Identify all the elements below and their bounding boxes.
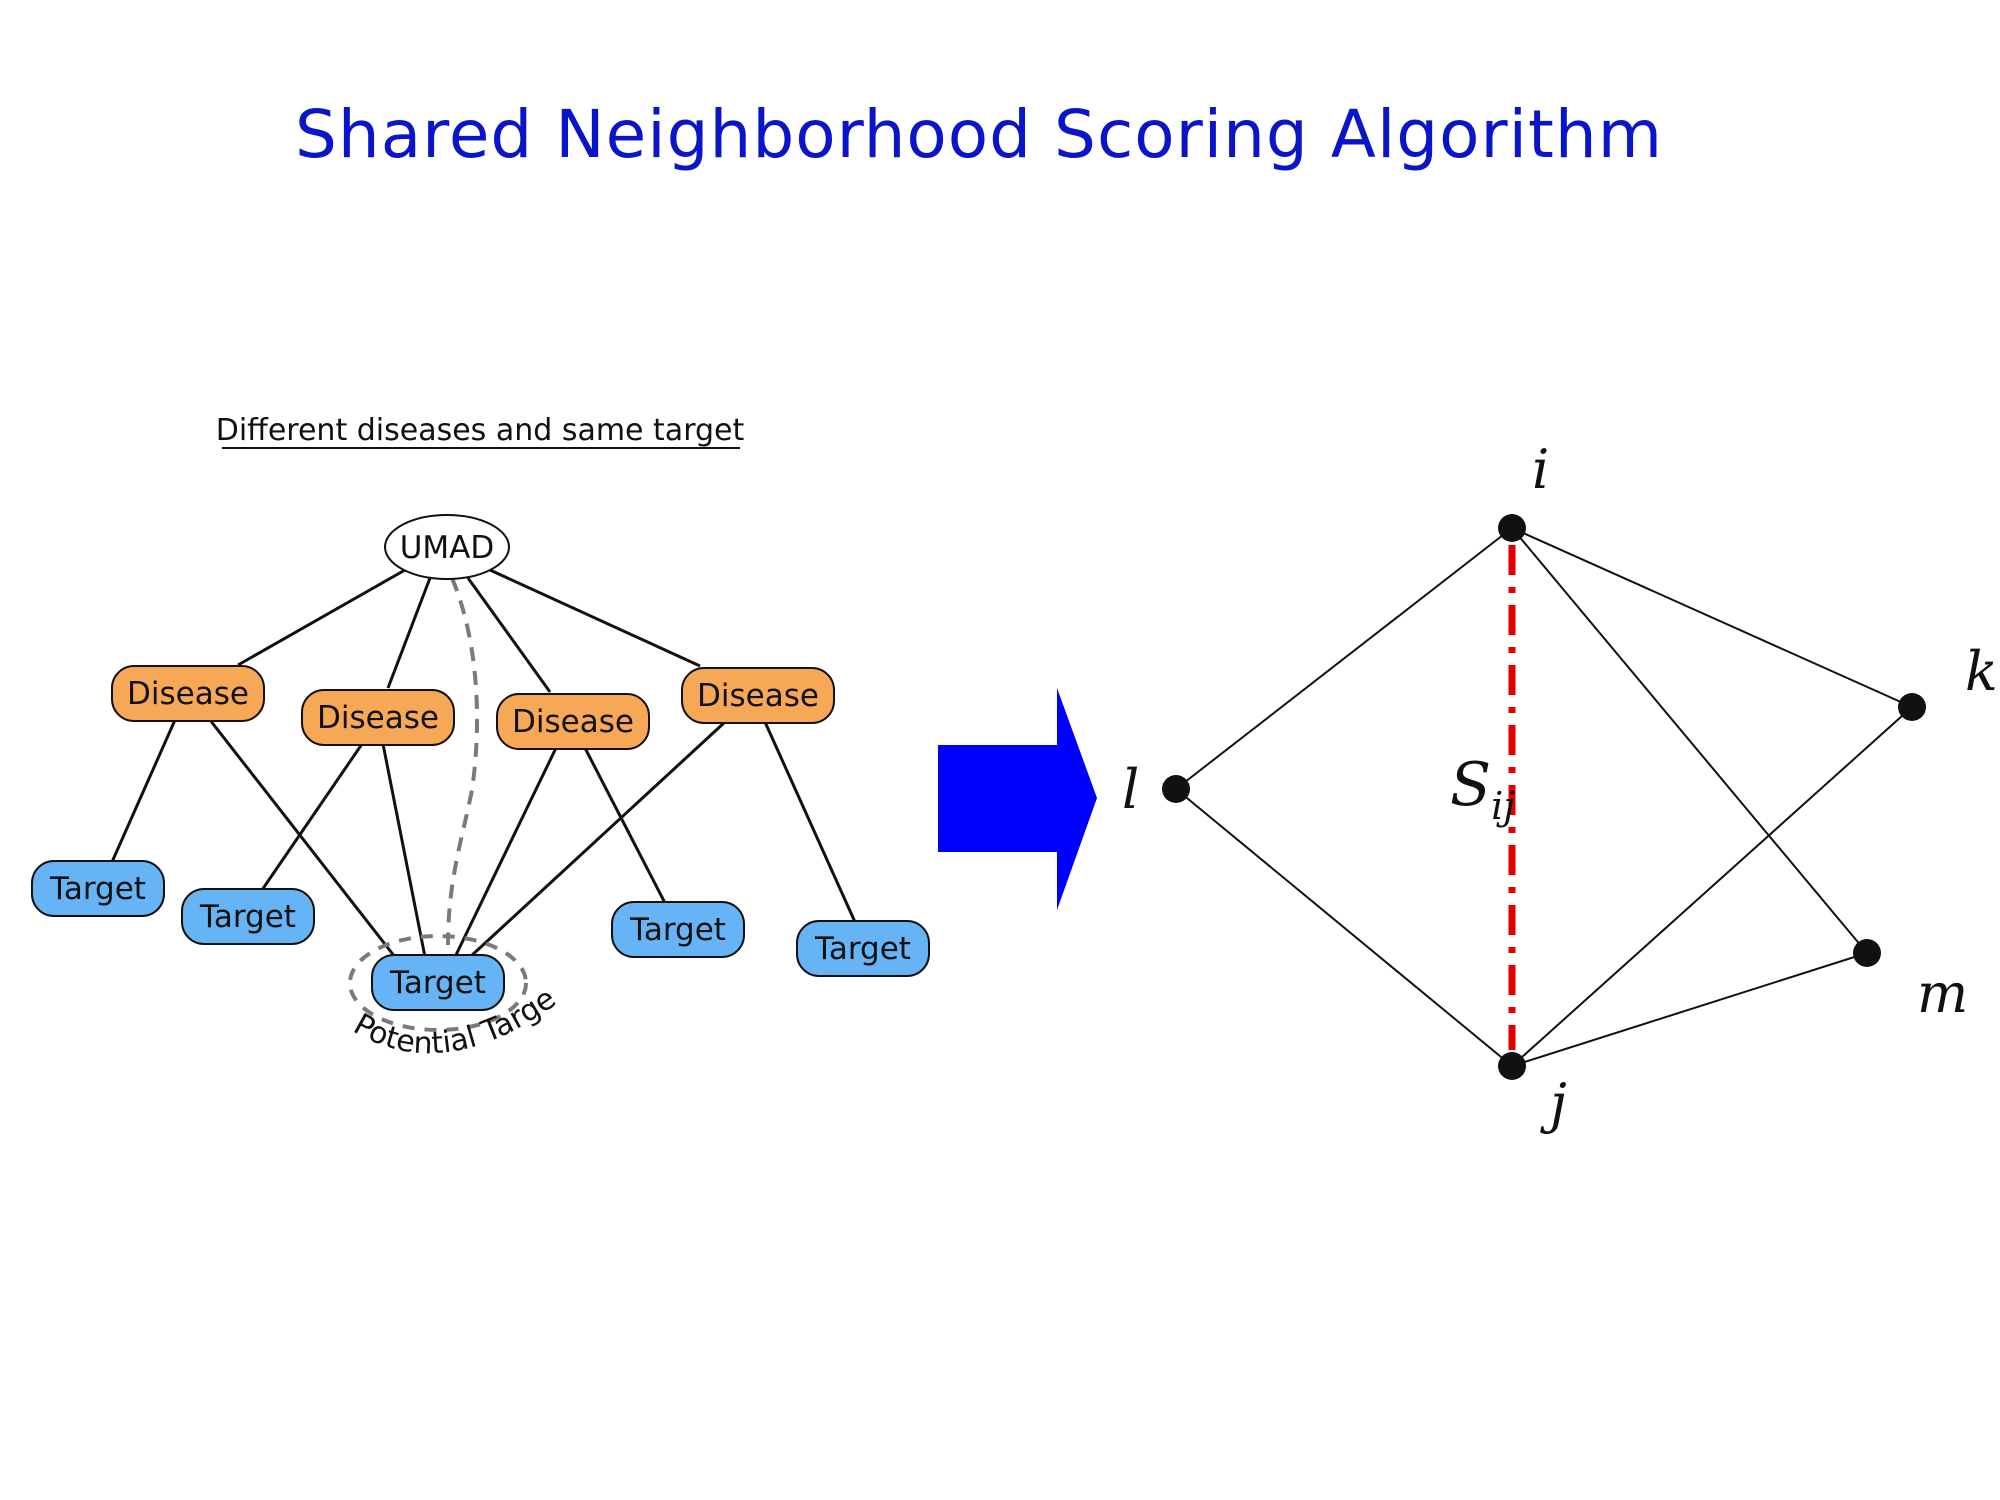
graph-node-j xyxy=(1498,1052,1526,1080)
graph-node-i xyxy=(1498,514,1526,542)
similarity-score-label: Sij xyxy=(1450,750,1515,828)
graph-node-l xyxy=(1162,775,1190,803)
umad-label: UMAD xyxy=(400,530,495,566)
target-label: Target xyxy=(199,899,296,935)
target-label: Target xyxy=(389,965,486,1001)
root-edges xyxy=(237,568,701,693)
potential-target-outline xyxy=(348,934,528,1032)
node-label-l: l xyxy=(1122,758,1139,821)
disease-label: Disease xyxy=(697,678,819,714)
disease-node: Disease xyxy=(301,689,455,746)
dashed-inference-edge xyxy=(446,577,480,946)
target-label: Target xyxy=(629,912,726,948)
target-edges xyxy=(110,719,857,959)
slide-title: Shared Neighborhood Scoring Algorithm xyxy=(294,96,1664,173)
graph-edges xyxy=(1175,527,1913,1067)
node-label-i: i xyxy=(1532,438,1549,501)
graph-node-k xyxy=(1898,693,1926,721)
target-node: Target xyxy=(181,888,315,945)
diagram-subtitle: Different diseases and same target xyxy=(216,413,745,448)
disease-target-diagram: Different diseases and same target UMAD xyxy=(0,0,930,1061)
transform-arrow-icon xyxy=(938,688,1097,910)
disease-node: Disease xyxy=(111,665,265,722)
target-node: Target xyxy=(796,920,930,977)
target-node: Target xyxy=(371,954,505,1011)
neighborhood-graph: i j k l m Sij xyxy=(1122,438,1998,1135)
disease-label: Disease xyxy=(127,676,249,712)
target-node: Target xyxy=(611,901,745,958)
disease-label: Disease xyxy=(317,700,439,736)
disease-label: Disease xyxy=(512,704,634,740)
target-label: Target xyxy=(49,871,146,907)
score-subscript: ij xyxy=(1491,784,1515,828)
umad-node: UMAD xyxy=(384,514,510,580)
target-node: Target xyxy=(31,860,165,917)
disease-node: Disease xyxy=(681,667,835,724)
node-label-m: m xyxy=(1917,962,1968,1025)
node-label-j: j xyxy=(1540,1072,1567,1135)
graph-nodes xyxy=(1162,514,1926,1080)
node-label-k: k xyxy=(1965,640,1998,703)
target-label: Target xyxy=(814,931,911,967)
disease-node: Disease xyxy=(496,693,650,750)
score-symbol: S xyxy=(1450,750,1491,820)
graph-node-m xyxy=(1853,939,1881,967)
